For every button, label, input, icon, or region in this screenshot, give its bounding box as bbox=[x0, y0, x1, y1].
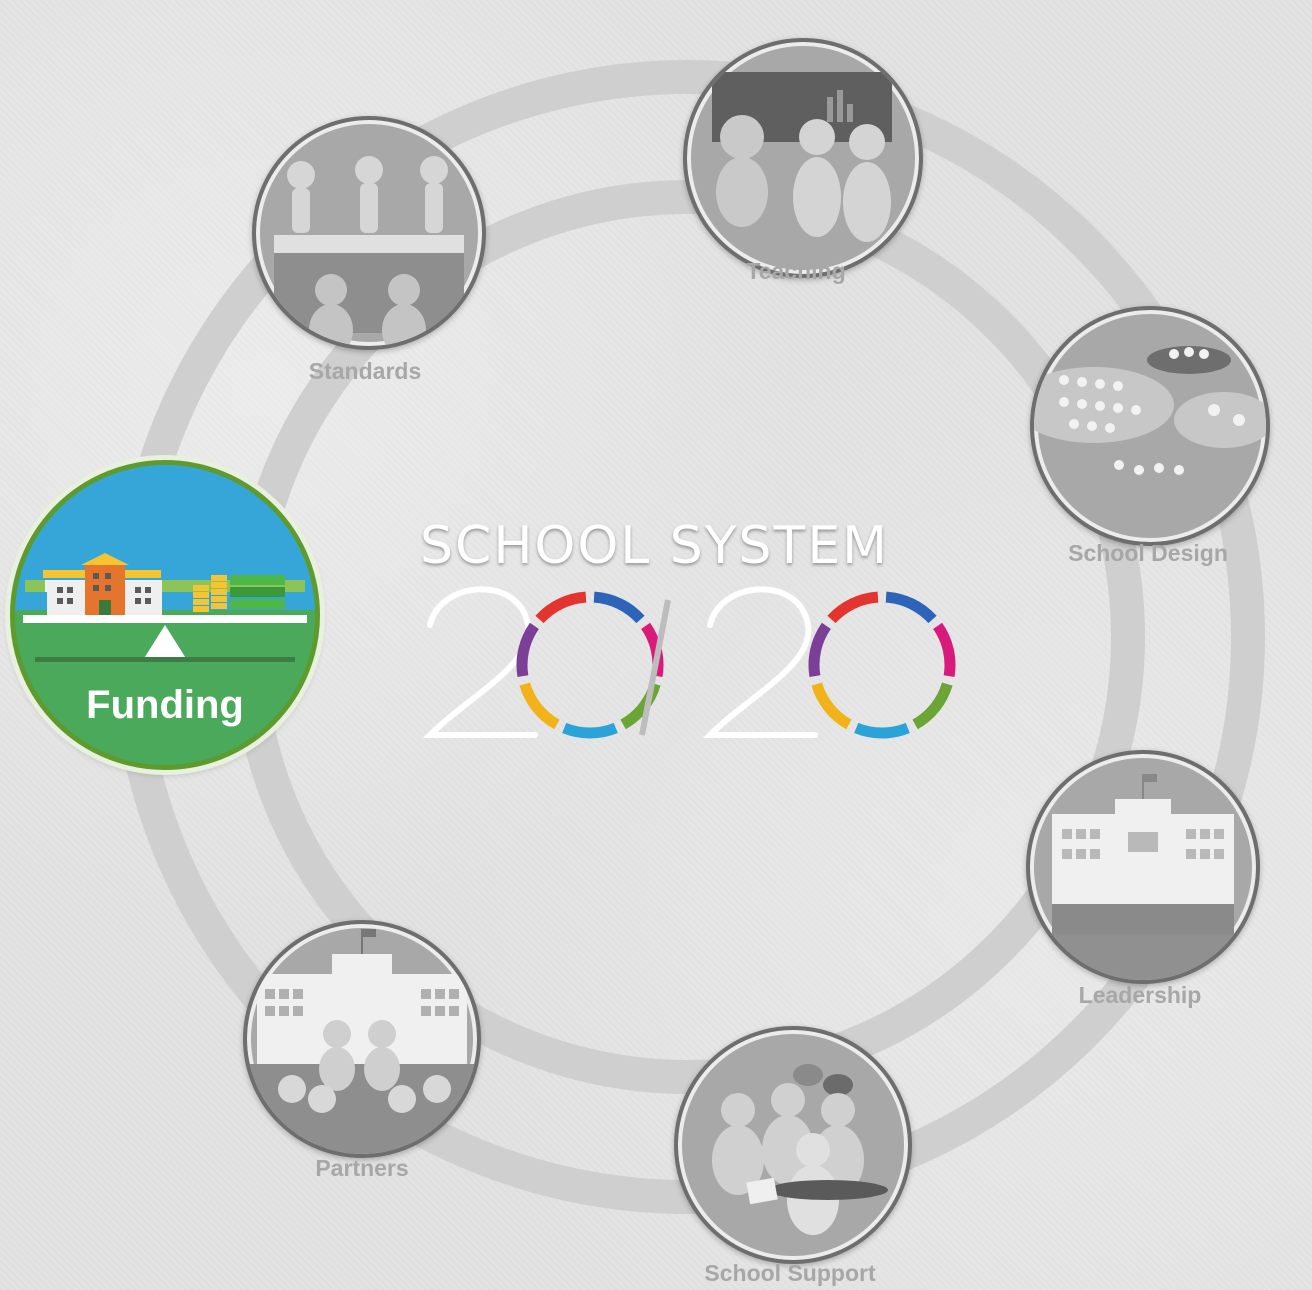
ring-segment bbox=[854, 722, 910, 739]
school-design-icon[interactable] bbox=[1030, 306, 1270, 546]
ring-segment bbox=[808, 622, 832, 678]
school-design-label: School Design bbox=[1068, 540, 1228, 566]
digit-2-right bbox=[702, 586, 818, 738]
ring-segment bbox=[811, 682, 852, 730]
ring-segment bbox=[912, 682, 953, 730]
ring-segment bbox=[932, 622, 956, 678]
title-line1: SCHOOL SYSTEM bbox=[420, 516, 890, 576]
partners-label: Partners bbox=[315, 1155, 409, 1181]
ring-segment bbox=[562, 722, 618, 739]
digit-2-left bbox=[422, 586, 538, 738]
ring-segment bbox=[519, 682, 560, 730]
node-funding-selected[interactable]: Funding bbox=[10, 460, 320, 770]
leadership-icon[interactable] bbox=[1026, 750, 1260, 984]
school-support-label: School Support bbox=[704, 1260, 876, 1286]
color-ring-left bbox=[516, 591, 664, 739]
partners-icon[interactable] bbox=[243, 920, 481, 1158]
standards-label: Standards bbox=[308, 358, 422, 384]
ring-segment bbox=[827, 591, 879, 624]
standards-icon[interactable] bbox=[252, 116, 486, 350]
funding-scale-icon bbox=[15, 465, 315, 765]
leadership-label: Leadership bbox=[1078, 982, 1202, 1008]
school-support-icon[interactable] bbox=[674, 1026, 912, 1264]
teaching-label: Teaching bbox=[746, 258, 846, 284]
slash bbox=[639, 599, 671, 736]
color-ring-right bbox=[808, 591, 956, 739]
ring-segment bbox=[516, 622, 540, 678]
ring-segment bbox=[885, 591, 937, 624]
ring-segment bbox=[593, 591, 645, 624]
ring-segment bbox=[535, 591, 587, 624]
funding-label: Funding bbox=[86, 683, 244, 727]
teaching-icon[interactable] bbox=[683, 38, 923, 278]
title-2020-logo bbox=[422, 586, 956, 739]
